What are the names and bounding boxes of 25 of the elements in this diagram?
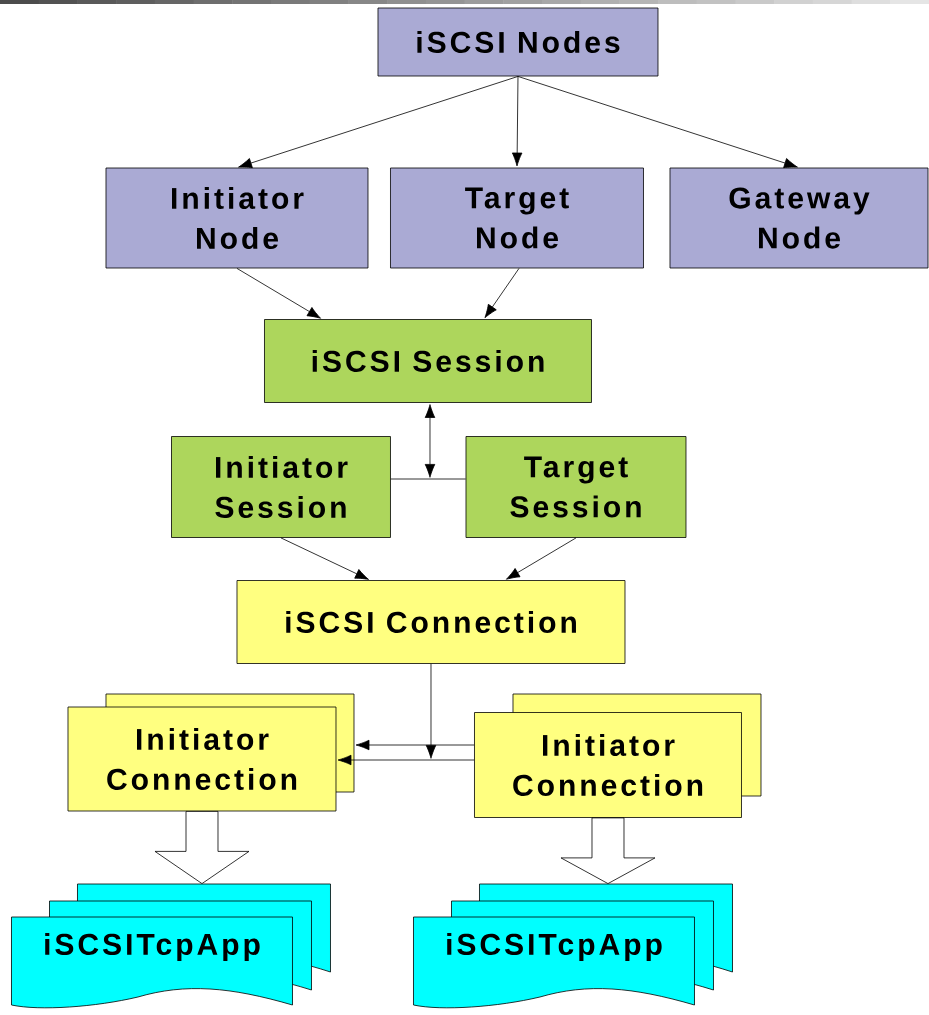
arrow <box>238 76 519 169</box>
arrow <box>280 537 369 580</box>
process-box: iSCSI Connection <box>236 580 626 664</box>
arrow <box>355 739 475 751</box>
process-box: Gateway Node <box>669 167 929 269</box>
process-box: Initiator Node <box>105 167 369 269</box>
process-box: Target Node <box>390 167 644 269</box>
block-arrow <box>560 817 656 884</box>
arrow <box>337 754 475 766</box>
arrow <box>511 76 523 167</box>
stacked-box: Initiator Connection <box>67 693 355 812</box>
process-box: iSCSI Session <box>264 319 592 403</box>
arrow <box>506 537 577 580</box>
process-box: iSCSI Nodes <box>377 7 659 77</box>
arrow <box>425 663 437 759</box>
arrow <box>484 268 520 319</box>
document-stack: iSCSITcpApp <box>11 883 331 1009</box>
process-box: Target Session <box>465 436 687 538</box>
arrow <box>517 76 798 169</box>
process-box: Initiator Session <box>171 436 391 538</box>
document-stack: iSCSITcpApp <box>413 883 733 1009</box>
block-arrow <box>154 811 250 884</box>
arrow <box>236 268 321 319</box>
arrow <box>424 404 436 478</box>
stacked-box: Initiator Connection <box>474 693 762 818</box>
